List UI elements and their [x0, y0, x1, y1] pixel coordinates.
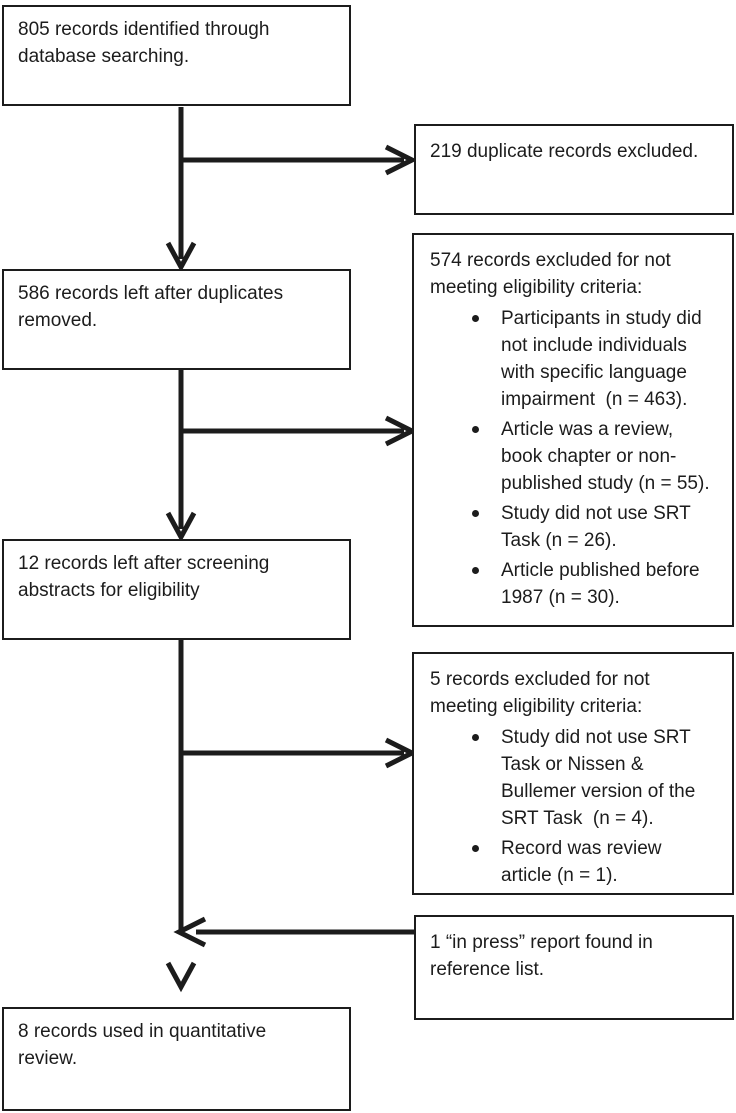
in-press-text: 1 “in press” report found in reference l… [430, 932, 659, 980]
box-excluded-5: 5 records excluded for not meeting eligi… [412, 652, 734, 895]
arrow-screening-to-final-trunk [165, 640, 197, 993]
box-quantitative-review: 8 records used in quantitative review. [2, 1007, 351, 1111]
box-records-identified: 805 records identified through database … [2, 5, 351, 106]
arrow-to-excluded-574 [181, 415, 418, 447]
bullet-item: Study did not use SRT Task or Nissen & B… [472, 724, 713, 832]
box-after-duplicates: 586 records left after duplicates remove… [2, 269, 351, 370]
bullet-item: Article published before 1987 (n = 30). [472, 557, 713, 611]
duplicates-excluded-text: 219 duplicate records excluded. [430, 141, 699, 162]
excluded-5-intro: 5 records excluded for not meeting eligi… [430, 669, 655, 717]
bullet-item: Study did not use SRT Task (n = 26). [472, 500, 713, 554]
arrowhead-left-icon [173, 916, 207, 948]
after-duplicates-text: 586 records left after duplicates remove… [18, 283, 289, 331]
bullet-item: Article was a review, book chapter or no… [472, 416, 713, 497]
excluded-574-bullet-list: Participants in study did not include in… [430, 305, 720, 611]
bullet-item: Record was review article (n = 1). [472, 835, 713, 889]
after-screening-text: 12 records left after screening abstract… [18, 553, 275, 601]
arrow-identified-to-after-duplicates [165, 107, 197, 273]
arrow-from-in-press [173, 916, 414, 948]
arrowhead-down-icon [165, 511, 197, 543]
arrowhead-down-icon [165, 961, 197, 993]
excluded-574-intro: 574 records excluded for not meeting eli… [430, 250, 677, 298]
box-duplicates-excluded: 219 duplicate records excluded. [414, 124, 734, 215]
box-after-screening: 12 records left after screening abstract… [2, 539, 351, 640]
box-in-press-report: 1 “in press” report found in reference l… [414, 915, 734, 1020]
arrow-to-excluded-5 [181, 737, 418, 769]
arrow-after-duplicates-to-screening [165, 370, 197, 543]
arrowhead-right-icon [384, 144, 418, 176]
bullet-item: Participants in study did not include in… [472, 305, 713, 413]
arrowhead-down-icon [165, 241, 197, 273]
arrow-to-duplicates-excluded [181, 144, 418, 176]
records-identified-text: 805 records identified through database … [18, 19, 275, 67]
quantitative-review-text: 8 records used in quantitative review. [18, 1021, 272, 1069]
box-excluded-574: 574 records excluded for not meeting eli… [412, 233, 734, 627]
excluded-5-bullet-list: Study did not use SRT Task or Nissen & B… [430, 724, 720, 889]
